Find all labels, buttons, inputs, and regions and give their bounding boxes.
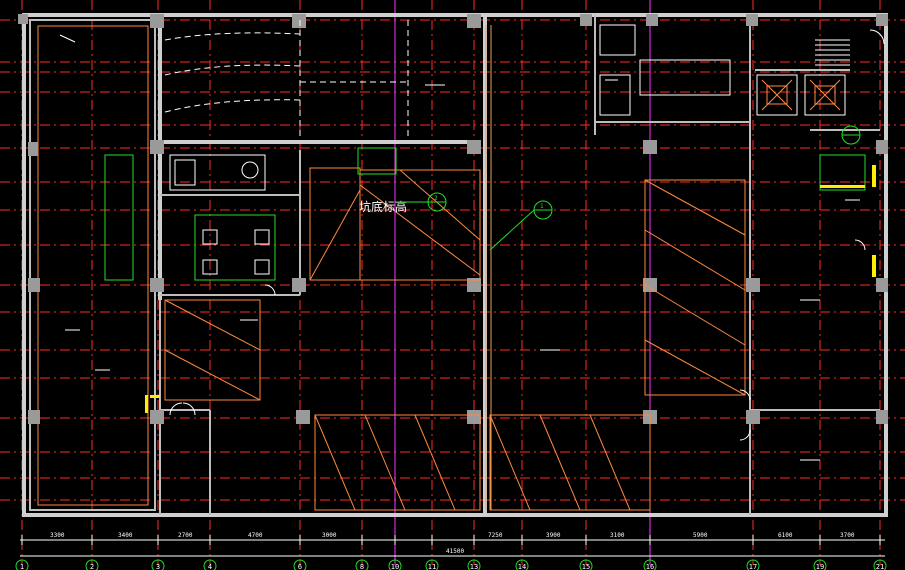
columns — [18, 14, 888, 424]
green-equipment-boxes — [104, 147, 866, 281]
slope-hatching — [164, 167, 746, 511]
dim-3: 2700 — [178, 532, 193, 539]
detail-callout-1: 2 — [395, 192, 447, 212]
dim-1: 3300 — [50, 532, 65, 539]
axis-19: 19 — [816, 563, 824, 570]
axis-15: 15 — [582, 563, 590, 570]
axis-1: 1 — [20, 563, 24, 570]
axis-bubbles — [15, 559, 887, 570]
axis-numbers: 1 2 3 4 6 8 10 11 13 14 15 16 17 19 21 — [20, 563, 884, 570]
bottom-dimension-line — [20, 535, 885, 557]
axis-13: 13 — [470, 563, 478, 570]
axis-21: 21 — [876, 563, 884, 570]
interior-walls — [155, 15, 880, 515]
pit-elevation-label: 坑底标高 — [359, 199, 407, 214]
detail-callout-2: 1 — [489, 200, 553, 251]
axis-8: 8 — [360, 563, 364, 570]
axis-16: 16 — [646, 563, 654, 570]
horizontal-grid-lines — [0, 19, 905, 501]
axis-2: 2 — [90, 563, 94, 570]
overall-dimension: 41500 — [446, 548, 464, 555]
axis-6: 6 — [298, 563, 302, 570]
outer-wall — [22, 13, 888, 517]
equipment-room — [169, 154, 276, 281]
axis-10: 10 — [391, 563, 399, 570]
dim-6: 7250 — [488, 532, 503, 539]
detail-callout-1-number: 2 — [434, 195, 438, 202]
dim-11: 3700 — [840, 532, 855, 539]
annotation-marks — [59, 34, 860, 461]
axis-11: 11 — [428, 563, 436, 570]
elevator-shafts — [599, 24, 846, 116]
dim-10: 6100 — [778, 532, 793, 539]
staircase — [815, 29, 885, 66]
door-swings — [169, 239, 866, 441]
vertical-rail — [485, 25, 492, 510]
dimension-texts: 3300 3400 2700 4700 3000 7250 3900 3100 … — [50, 532, 855, 555]
dim-4: 4700 — [248, 532, 263, 539]
left-room-wall — [29, 19, 156, 511]
axis-3: 3 — [156, 563, 160, 570]
axis-4: 4 — [208, 563, 212, 570]
left-room-inner-line — [37, 25, 149, 506]
dim-8: 3100 — [610, 532, 625, 539]
axis-17: 17 — [749, 563, 757, 570]
dim-7: 3900 — [546, 532, 561, 539]
dim-5: 3000 — [322, 532, 337, 539]
dim-2: 3400 — [118, 532, 133, 539]
axis-14: 14 — [518, 563, 526, 570]
detail-callout-3 — [841, 125, 861, 145]
yellow-markers — [145, 165, 876, 413]
ramp-curves — [164, 20, 409, 140]
detail-callout-2-number: 1 — [540, 203, 544, 210]
dim-9: 5900 — [693, 532, 708, 539]
